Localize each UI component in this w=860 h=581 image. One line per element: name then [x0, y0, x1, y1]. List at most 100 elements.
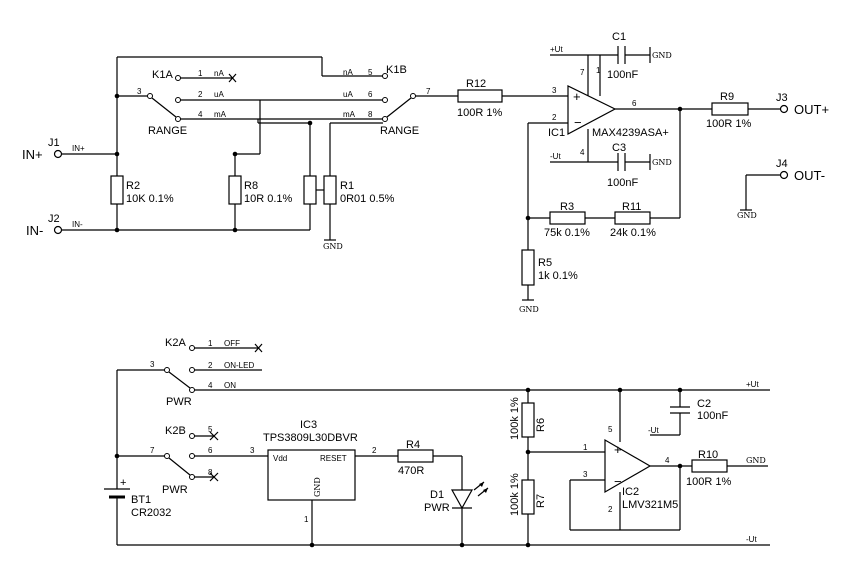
capacitor-c2: C2 100nF -Ut	[648, 398, 728, 435]
capacitor-c3: C3 100nF GND	[607, 142, 672, 189]
svg-text:J2: J2	[48, 213, 60, 225]
svg-text:GND: GND	[323, 242, 343, 251]
svg-text:−: −	[614, 474, 622, 489]
svg-text:-Ut: -Ut	[648, 426, 659, 435]
svg-text:R9: R9	[720, 91, 734, 103]
capacitor-c1: C1 100nF GND	[607, 31, 672, 81]
resistor-r8: R8 10R 0.1%	[228, 175, 293, 205]
svg-text:IC2: IC2	[622, 486, 639, 498]
svg-text:1: 1	[304, 515, 309, 524]
svg-text:GND: GND	[737, 211, 757, 220]
svg-text:PWR: PWR	[424, 502, 450, 514]
svg-text:IN+: IN+	[22, 147, 43, 162]
svg-text:2: 2	[552, 113, 557, 122]
battery-bt1: + BT1 CR2032	[104, 477, 171, 519]
svg-text:3: 3	[250, 446, 255, 455]
opamp-ic1: + − IC1 MAX4239ASA+ 3 2 6 7 4 1 +Ut -Ut	[548, 45, 669, 161]
svg-text:R7: R7	[535, 494, 547, 508]
svg-text:K2A: K2A	[165, 337, 186, 349]
svg-text:1k 0.1%: 1k 0.1%	[538, 270, 578, 282]
svg-text:100k 1%: 100k 1%	[509, 473, 521, 516]
svg-text:J1: J1	[48, 137, 60, 149]
svg-text:GND: GND	[519, 305, 539, 314]
svg-text:ON: ON	[224, 381, 236, 390]
resistor-r5: R5 1k 0.1% GND	[519, 249, 578, 314]
svg-text:LMV321M5: LMV321M5	[622, 499, 678, 511]
svg-text:R8: R8	[244, 180, 258, 192]
svg-text:3: 3	[150, 360, 155, 369]
svg-text:7: 7	[150, 446, 155, 455]
svg-text:7: 7	[580, 68, 585, 77]
svg-text:IC1: IC1	[548, 127, 565, 139]
bottom-wires	[116, 369, 770, 546]
svg-text:PWR: PWR	[166, 396, 192, 408]
svg-text:RANGE: RANGE	[148, 125, 187, 137]
svg-text:K1A: K1A	[152, 69, 173, 81]
svg-text:470R: 470R	[398, 465, 424, 477]
rail-label-vneg: -Ut	[746, 535, 757, 544]
svg-text:GND: GND	[652, 158, 672, 167]
resistor-r7: R7 100k 1%	[509, 473, 547, 516]
svg-text:TPS3809L30DBVR: TPS3809L30DBVR	[263, 432, 358, 444]
top-junctions	[114, 93, 683, 233]
svg-text:RANGE: RANGE	[380, 125, 419, 137]
svg-text:ON-LED: ON-LED	[224, 361, 254, 370]
svg-text:5: 5	[208, 425, 213, 434]
svg-text:K2B: K2B	[165, 425, 186, 437]
svg-text:IN-: IN-	[26, 223, 43, 238]
svg-text:1: 1	[583, 443, 588, 452]
resistor-r12: R12 100R 1%	[457, 78, 503, 119]
svg-text:3: 3	[137, 87, 142, 96]
svg-text:6: 6	[368, 90, 373, 99]
connector-j2: J2 IN- IN-	[26, 213, 83, 238]
svg-text:mA: mA	[343, 110, 356, 119]
gnd-symbol: GND	[323, 239, 343, 251]
svg-text:OUT-: OUT-	[794, 168, 825, 183]
svg-text:IC3: IC3	[300, 419, 317, 431]
svg-text:+: +	[614, 442, 622, 457]
bottom-junctions	[114, 387, 683, 548]
svg-text:GND: GND	[313, 477, 322, 497]
resistor-r1: R1 0R01 0.5%	[303, 175, 395, 205]
svg-text:4: 4	[208, 381, 213, 390]
svg-text:24k 0.1%: 24k 0.1%	[610, 227, 656, 239]
svg-text:3: 3	[552, 86, 557, 95]
svg-text:MAX4239ASA+: MAX4239ASA+	[592, 127, 669, 139]
svg-text:nA: nA	[343, 68, 353, 77]
svg-text:R2: R2	[126, 180, 140, 192]
svg-text:8: 8	[208, 468, 213, 477]
svg-text:uA: uA	[214, 90, 224, 99]
svg-text:GND: GND	[652, 51, 672, 60]
svg-text:10K 0.1%: 10K 0.1%	[126, 193, 174, 205]
opamp-ic2: + − IC2 LMV321M5 1 3 4 5 2	[583, 425, 678, 514]
svg-text:OFF: OFF	[224, 339, 240, 348]
svg-text:nA: nA	[214, 69, 224, 78]
svg-text:-Ut: -Ut	[550, 152, 561, 161]
svg-text:5: 5	[368, 68, 373, 77]
resistor-r4: R4 470R	[397, 439, 434, 477]
svg-text:1: 1	[596, 66, 601, 75]
svg-text:BT1: BT1	[131, 494, 151, 506]
svg-text:1: 1	[198, 69, 203, 78]
ic3-supervisor: IC3 TPS3809L30DBVR Vdd RESET GND 3 2 1	[250, 419, 377, 524]
svg-text:4: 4	[580, 148, 585, 157]
svg-text:5: 5	[608, 425, 613, 434]
led-d1: D1 PWR	[424, 481, 489, 514]
svg-text:R5: R5	[538, 257, 552, 269]
resistor-r10: R10 100R 1% GND	[686, 449, 766, 488]
svg-text:+: +	[120, 477, 126, 489]
svg-text:C1: C1	[612, 31, 626, 43]
top-wires	[62, 54, 780, 300]
svg-text:3: 3	[583, 470, 588, 479]
svg-text:100nF: 100nF	[607, 69, 638, 81]
connector-j1: J1 IN+ IN+	[22, 137, 85, 162]
svg-text:2: 2	[198, 90, 203, 99]
svg-text:R6: R6	[535, 418, 547, 432]
svg-text:IN+: IN+	[72, 144, 85, 153]
svg-text:R1: R1	[340, 180, 354, 192]
svg-text:R10: R10	[698, 449, 718, 461]
svg-text:mA: mA	[214, 110, 227, 119]
svg-text:−: −	[574, 115, 582, 130]
svg-text:uA: uA	[343, 90, 353, 99]
svg-text:K1B: K1B	[386, 64, 407, 76]
